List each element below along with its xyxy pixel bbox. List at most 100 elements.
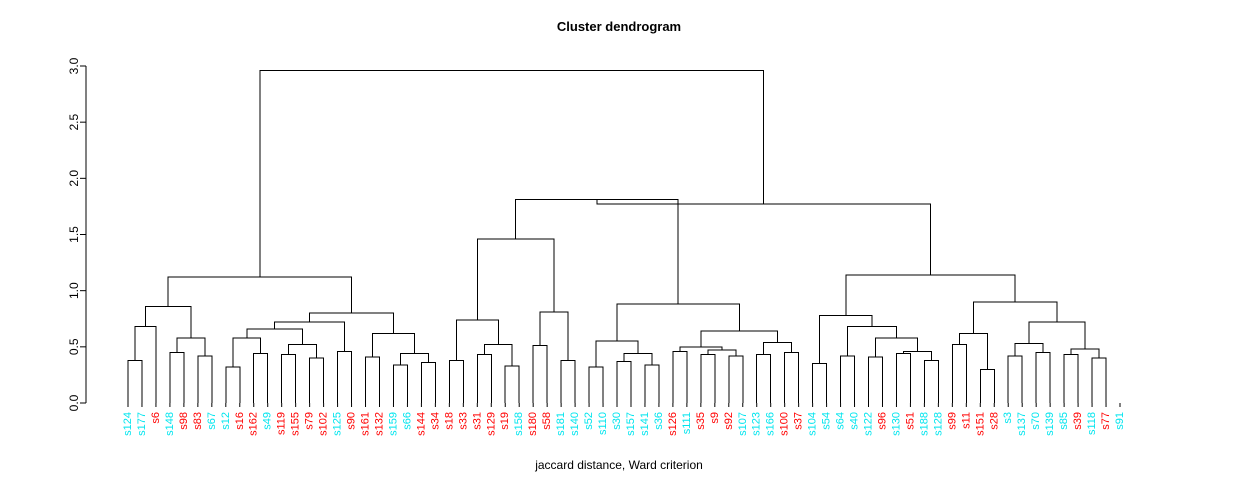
- leaf-label-s137: s137: [1016, 412, 1028, 436]
- leaf-label-s122: s122: [863, 412, 875, 436]
- dendrogram-link: [476, 238, 555, 320]
- dendrogram-link: [1007, 355, 1023, 403]
- leaf-label-s18: s18: [443, 412, 455, 430]
- leaf-label-s16: s16: [234, 412, 246, 430]
- leaf-label-s100: s100: [779, 412, 791, 436]
- leaf-label-s118: s118: [1086, 412, 1098, 435]
- leaf-label-s148: s148: [164, 412, 176, 436]
- dendrogram-link: [392, 364, 408, 403]
- dendrogram-link: [539, 311, 569, 361]
- leaf-label-s110: s110: [597, 412, 609, 435]
- dendrogram-link: [246, 328, 304, 345]
- leaf-label-s140: s140: [569, 412, 581, 436]
- leaf-label-s161: s161: [360, 412, 372, 436]
- leaf-label-s130: s130: [890, 412, 902, 436]
- leaf-label-s126: s126: [667, 412, 679, 436]
- y-axis-tick-label: 1.5: [67, 226, 81, 243]
- dendrogram-link: [644, 364, 660, 403]
- leaf-label-s83: s83: [192, 412, 204, 430]
- y-axis-tick-label: 0.0: [67, 394, 81, 411]
- leaf-label-s70: s70: [1030, 412, 1042, 430]
- leaf-label-s102: s102: [318, 412, 330, 436]
- dendrogram-link: [259, 69, 765, 278]
- dendrogram-link: [958, 332, 988, 370]
- leaf-label-s119: s119: [276, 412, 288, 435]
- dendrogram-link: [672, 350, 688, 403]
- dendrogram-link: [874, 337, 918, 357]
- dendrogram-link: [756, 354, 772, 403]
- dendrogram-link: [1063, 354, 1079, 403]
- leaf-label-s11: s11: [960, 412, 972, 429]
- leaf-label-s107: s107: [737, 412, 749, 436]
- y-axis-tick-label: 2.5: [67, 114, 81, 131]
- dendrogram-link: [399, 353, 429, 365]
- dendrogram-link: [448, 359, 464, 403]
- dendrogram-link: [700, 330, 779, 347]
- y-axis: 0.00.51.01.52.02.53.0: [67, 57, 87, 411]
- dendrogram-link: [253, 353, 269, 403]
- dendrogram-link: [476, 354, 492, 403]
- leaf-label-s128: s128: [932, 412, 944, 436]
- dendrogram-link: [819, 314, 873, 364]
- leaf-label-s31: s31: [471, 412, 483, 430]
- leaf-label-s37: s37: [793, 412, 805, 430]
- dendrogram-link: [951, 344, 967, 403]
- leaf-label-s188: s188: [918, 412, 930, 436]
- dendrogram-link: [365, 356, 380, 403]
- dendrogram-link: [902, 350, 932, 361]
- dendrogram-link: [979, 368, 995, 403]
- leaf-label-s66: s66: [401, 412, 413, 430]
- leaf-label-s40: s40: [849, 412, 861, 430]
- leaf-label-s39: s39: [1072, 412, 1084, 430]
- dendrogram-link: [784, 351, 800, 403]
- leaf-label-s3: s3: [1002, 412, 1014, 424]
- leaf-label-s67: s67: [206, 412, 218, 430]
- leaf-label-s132: s132: [373, 412, 385, 436]
- leaf-label-s12: s12: [220, 412, 232, 430]
- dendrogram-link: [504, 365, 520, 403]
- leaf-label-s92: s92: [723, 412, 735, 430]
- dendrogram-link: [288, 344, 318, 359]
- leaf-label-s141: s141: [639, 412, 651, 436]
- dendrogram-link: [134, 326, 157, 403]
- leaf-label-s79: s79: [304, 412, 316, 430]
- dendrogram-link: [868, 356, 883, 403]
- dendrogram-link: [167, 276, 353, 314]
- dendrogram-link: [616, 303, 740, 342]
- leaf-label-s6: s6: [150, 412, 162, 424]
- dendrogram-link: [895, 353, 911, 403]
- dendrogram-link: [616, 360, 632, 403]
- dendrogram-link: [1035, 351, 1051, 403]
- leaf-label-s51: s51: [904, 412, 916, 430]
- leaf-label-s36: s36: [653, 412, 665, 430]
- dendrogram-link: [972, 301, 1058, 334]
- y-axis-tick-label: 3.0: [67, 57, 81, 74]
- dendrogram-link: [623, 353, 653, 365]
- dendrogram-link: [840, 355, 856, 403]
- y-axis-tick-label: 1.0: [67, 282, 81, 299]
- dendrogram-link: [1014, 342, 1044, 356]
- dendrogram-link: [847, 326, 897, 356]
- leaf-label-s162: s162: [248, 412, 260, 436]
- dendrogram-link: [169, 351, 185, 403]
- dendrogram-link: [337, 350, 353, 403]
- leaf-label-s91: s91: [1114, 412, 1126, 430]
- dendrogram-link: [596, 199, 932, 275]
- leaf-label-s155: s155: [290, 412, 302, 436]
- dendrogram-link: [812, 363, 828, 403]
- leaf-label-s104: s104: [807, 412, 819, 436]
- leaf-label-s180: s180: [527, 412, 539, 436]
- leaf-label-s151: s151: [974, 412, 986, 436]
- leaf-label-s90: s90: [346, 412, 358, 430]
- dendrogram-tree: [127, 69, 1107, 403]
- leaf-label-s129: s129: [485, 412, 497, 436]
- dendrogram-link: [232, 337, 262, 368]
- dendrogram-link: [595, 340, 639, 368]
- dendrogram-link: [532, 345, 548, 403]
- dendrogram-link: [281, 354, 297, 403]
- leaf-label-s158: s158: [513, 412, 525, 436]
- dendrogram-link: [1091, 357, 1107, 403]
- dendrogram-link: [923, 359, 939, 403]
